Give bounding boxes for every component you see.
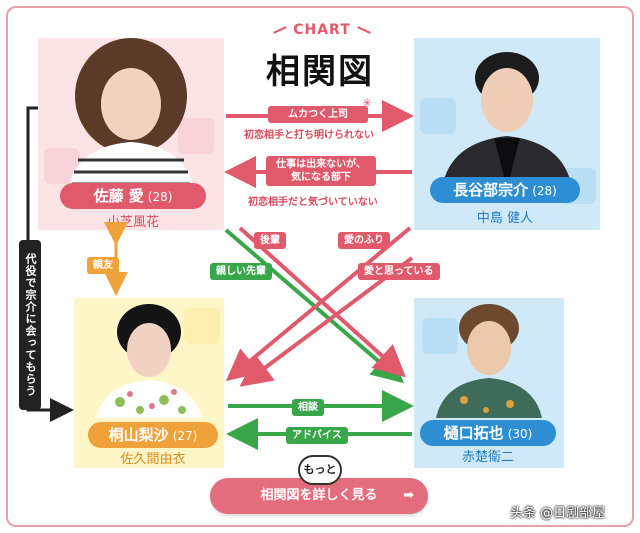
kicker-text: CHART (293, 22, 351, 38)
arrow-right-icon: ➡ (403, 488, 414, 503)
puzzle-decoration (422, 318, 458, 354)
rel-tag-thinks-ai: 愛と思っている (358, 263, 440, 280)
kiriyama-actor: 佐久間由衣 (120, 452, 186, 467)
sato-name: 佐藤 愛 (93, 187, 144, 205)
kiriyama-name: 桐山梨沙 (108, 426, 169, 444)
rel-tag-friends: 親友 (87, 257, 119, 274)
puzzle-decoration (178, 118, 214, 154)
higuchi-portrait (436, 304, 542, 418)
watermark: 头条 @日剧部屋 (510, 506, 606, 521)
kiriyama-portrait (96, 304, 202, 418)
spark-icon: ✳ (362, 96, 373, 110)
kiriyama-nameplate: 桐山梨沙(27) (88, 422, 218, 448)
rel-tag-junior: 後輩 (254, 232, 286, 249)
arrow-red-diag-3 (238, 226, 406, 378)
view-detail-label: 相関図を詳しく見る (260, 488, 378, 503)
side-note-stand-in: 代役で宗介に会ってもらう (19, 240, 41, 410)
arrow-green-diag (224, 228, 405, 384)
rel-tag-curious-subordinate: 仕事は出来ないが、 気になる部下 (266, 156, 376, 186)
rel-tag-annoying-boss: ムカつく上司 (268, 106, 368, 123)
rel-tag-pretend-ai: 愛のふり (338, 232, 390, 249)
chart-kicker: CHART (262, 22, 382, 38)
hasebe-actor: 中島 健人 (476, 211, 534, 226)
higuchi-age: (30) (507, 427, 533, 441)
puzzle-decoration (420, 98, 456, 134)
higuchi-actor: 赤楚衛二 (461, 450, 514, 465)
puzzle-decoration (184, 308, 220, 344)
rel-tag-consult: 相談 (292, 399, 324, 416)
rel-tag-advice: アドバイス (286, 427, 348, 444)
hasebe-name: 長谷部宗介 (453, 181, 529, 199)
rel-note-first-love-unnoticed: 初恋相手だと気づいていない (248, 197, 378, 208)
rel-tag-close-senior: 親しい先輩 (210, 263, 272, 280)
hasebe-portrait (442, 52, 572, 188)
kiriyama-age: (27) (172, 429, 198, 443)
rel-tag-curious-subordinate-text: 仕事は出来ないが、 気になる部下 (276, 159, 366, 183)
page-title: 相関図 (266, 52, 374, 92)
hasebe-age: (28) (532, 184, 557, 198)
more-badge: もっと (298, 455, 342, 485)
sato-nameplate: 佐藤 愛(28) (60, 183, 206, 209)
rel-note-first-love-untold: 初恋相手と打ち明けられない (244, 130, 374, 141)
higuchi-nameplate: 樋口拓也(30) (420, 420, 556, 446)
hasebe-nameplate: 長谷部宗介(28) (430, 177, 580, 203)
higuchi-name: 樋口拓也 (443, 424, 504, 442)
sato-age: (28) (147, 190, 173, 204)
sato-portrait (68, 38, 194, 188)
